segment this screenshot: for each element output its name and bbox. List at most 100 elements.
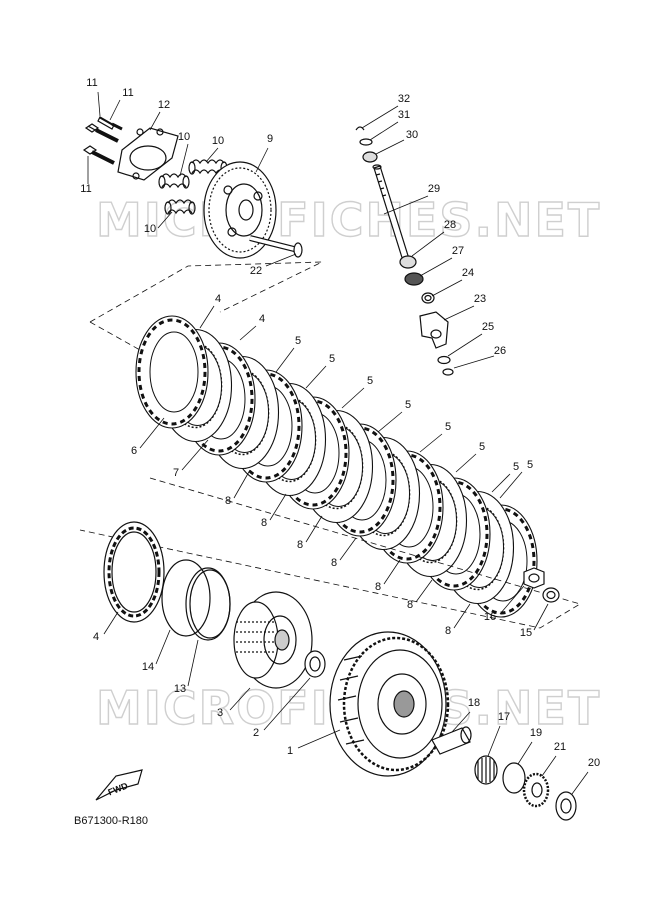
callout-c8f: 8	[407, 599, 413, 611]
bearing-part-28	[399, 255, 417, 269]
washer-part-2	[304, 650, 326, 678]
leader-c22	[265, 253, 297, 267]
leader-c28	[411, 231, 445, 257]
leader-c27	[419, 257, 453, 277]
callout-c16: 16	[484, 611, 496, 623]
clip-part-26	[442, 368, 454, 376]
leader-c5a	[275, 347, 295, 373]
needle-bearing-part-17	[474, 755, 498, 785]
callout-c8c: 8	[297, 539, 303, 551]
callout-c8b: 8	[261, 517, 267, 529]
callout-c8d: 8	[331, 557, 337, 569]
leader-c26	[453, 355, 495, 369]
callout-c4b: 4	[259, 313, 265, 325]
boundary-upper	[89, 261, 323, 351]
push-lever-shaft-assembly	[355, 126, 454, 376]
callout-c10a: 10	[178, 131, 190, 143]
leader-c5e	[419, 433, 443, 453]
callout-c7: 7	[173, 467, 179, 479]
spring-part-10c	[164, 199, 196, 215]
callout-c4c: 4	[93, 631, 99, 643]
push-rod-part-22	[249, 235, 303, 258]
leader-c23	[443, 305, 475, 321]
callout-c22: 22	[250, 265, 262, 277]
callout-c5b: 5	[329, 353, 335, 365]
leader-c2	[263, 677, 311, 731]
callout-c31: 31	[398, 109, 410, 121]
clutch-boss-part-3	[233, 591, 313, 689]
callout-c5a: 5	[295, 335, 301, 347]
callout-c10c: 10	[144, 223, 156, 235]
leader-c11b	[109, 99, 121, 121]
callout-c26: 26	[494, 345, 506, 357]
callout-c5e: 5	[445, 421, 451, 433]
callout-c2: 2	[253, 727, 259, 739]
leader-c3	[229, 687, 251, 711]
callout-c13: 13	[174, 683, 186, 695]
callout-c30: 30	[406, 129, 418, 141]
callout-c8g: 8	[445, 625, 451, 637]
callout-c4a: 4	[215, 293, 221, 305]
o-ring-part-19	[502, 762, 526, 794]
callout-c5d: 5	[405, 399, 411, 411]
callout-c20: 20	[588, 757, 600, 769]
washer-part-20	[555, 791, 577, 821]
leader-c8f	[415, 579, 433, 603]
leader-c7	[181, 439, 209, 471]
leader-c16	[499, 585, 525, 615]
leader-c15	[533, 603, 549, 631]
callout-c32: 32	[398, 93, 410, 105]
callout-c8e: 8	[375, 581, 381, 593]
leader-c12	[149, 111, 161, 131]
leader-c24	[431, 279, 463, 297]
lever-part-23	[419, 311, 449, 349]
callout-c12: 12	[158, 99, 170, 111]
leader-c31	[369, 121, 399, 141]
leader-c5h	[499, 471, 523, 499]
washer-part-15	[542, 587, 560, 603]
leader-c8g	[453, 603, 471, 629]
bolt-part-11c	[82, 145, 115, 165]
leader-c8e	[383, 559, 401, 585]
gear-part-21	[522, 772, 550, 808]
plate-part-12	[117, 127, 179, 181]
callout-c25: 25	[482, 321, 494, 333]
callout-c3: 3	[217, 707, 223, 719]
callout-c28: 28	[444, 219, 456, 231]
boundary-stack	[79, 477, 581, 629]
leader-c13	[187, 639, 199, 687]
leader-c10c	[157, 211, 173, 229]
oil-seal-part-30	[362, 151, 378, 163]
pressure-plate-part-9	[203, 161, 277, 259]
leader-c20	[571, 771, 589, 795]
callout-c23: 23	[474, 293, 486, 305]
washer-part-25	[437, 355, 451, 365]
leader-c14	[155, 629, 171, 665]
watermark-top: MICROFICHES.NET	[96, 193, 601, 247]
bolt-part-11a	[97, 116, 123, 131]
callout-c11c: 11	[80, 183, 91, 195]
nut-part-16	[523, 567, 545, 589]
leader-c5b	[305, 365, 327, 389]
clutch-housing-part-1	[329, 631, 450, 777]
callout-c8a: 8	[225, 495, 231, 507]
wire-ring-part-13	[185, 567, 231, 641]
leader-c8a	[233, 469, 251, 499]
leader-c19	[517, 741, 533, 765]
leader-c30	[375, 139, 405, 155]
leader-c5c	[341, 387, 365, 409]
pressure-plate-assembly	[82, 116, 303, 259]
callout-c5c: 5	[367, 375, 373, 387]
leader-lines	[87, 91, 589, 795]
washer-part-31	[359, 138, 373, 146]
wire-ring-part-14	[161, 559, 211, 637]
leader-c8b	[269, 493, 287, 521]
callout-c11a: 11	[86, 77, 97, 89]
leader-c8d	[339, 537, 357, 561]
leader-c1	[297, 729, 341, 749]
leader-c4a	[199, 305, 215, 329]
callout-c9: 9	[267, 133, 273, 145]
leader-c8c	[305, 515, 323, 543]
